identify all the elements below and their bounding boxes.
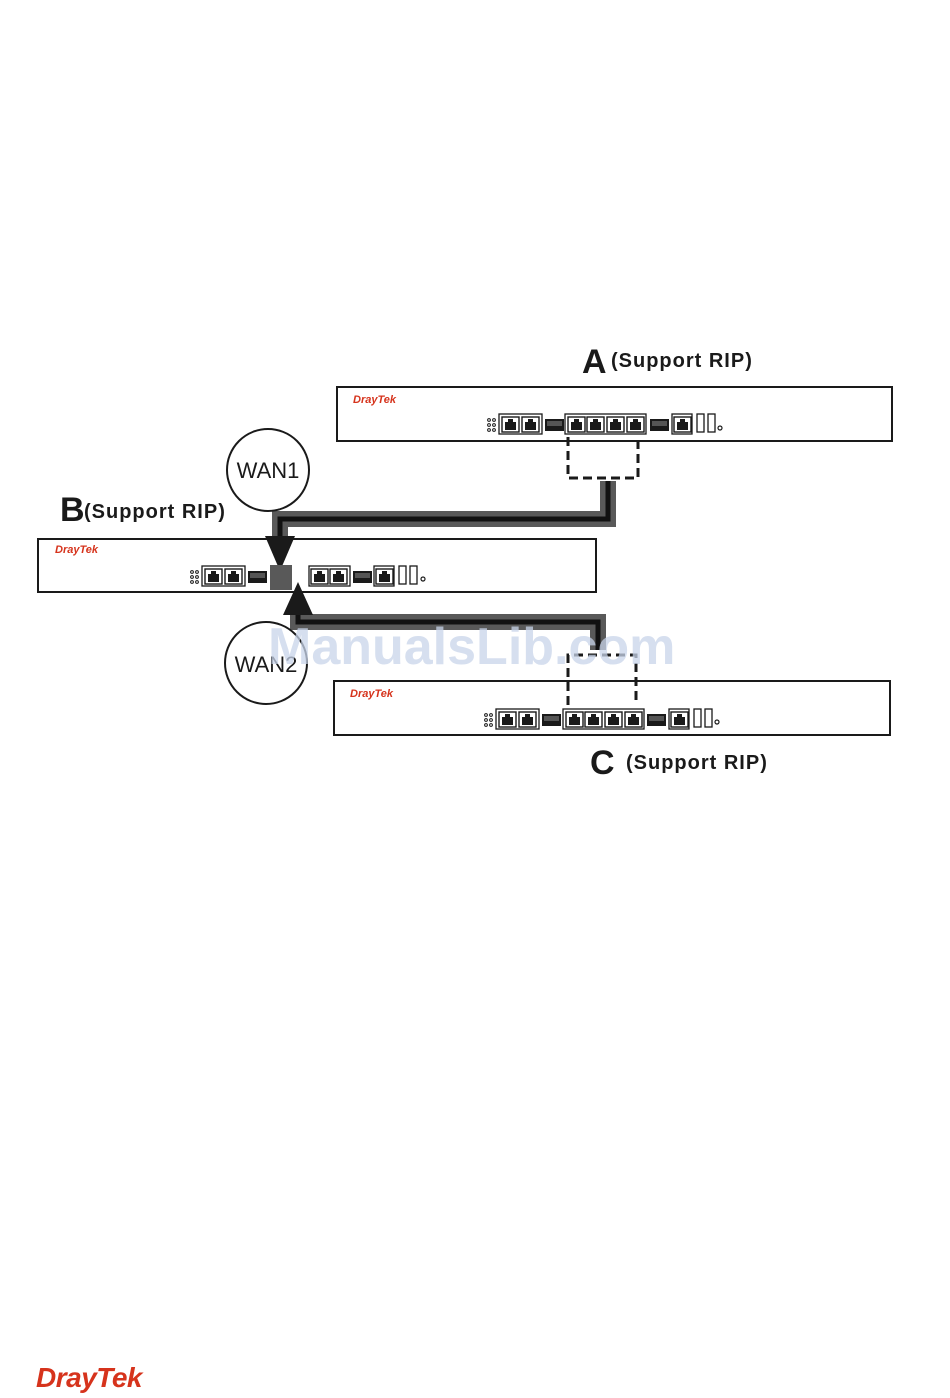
wan1-bubble: WAN1 <box>227 429 309 511</box>
sfp-icon <box>248 571 267 583</box>
usb-icon <box>697 414 704 432</box>
router-a: A (Support RIP) DrayTek <box>337 343 892 441</box>
usb-icon <box>705 709 712 727</box>
port-icon <box>499 712 516 727</box>
console-port-icon <box>376 569 393 584</box>
port-icon <box>519 712 536 727</box>
router-c-letter: C <box>590 744 615 782</box>
port-icon <box>502 417 519 432</box>
port-icon <box>566 712 583 727</box>
sfp-icon <box>542 714 561 726</box>
port-icon <box>625 712 642 727</box>
sfp-icon <box>353 571 372 583</box>
sfp-icon <box>647 714 666 726</box>
port-icon <box>607 417 624 432</box>
port-icon <box>330 569 347 584</box>
router-a-note: (Support RIP) <box>611 350 753 372</box>
sfp-icon <box>545 419 564 431</box>
port-icon <box>311 569 328 584</box>
usb-icon <box>399 566 406 584</box>
usb-icon <box>694 709 701 727</box>
router-b-letter: B <box>60 491 85 529</box>
usb-icon <box>410 566 417 584</box>
router-c-note: (Support RIP) <box>626 752 768 774</box>
port-icon <box>605 712 622 727</box>
router-c: DrayTek C (Support RIP) <box>334 681 890 782</box>
router-a-brand: DrayTek <box>353 394 397 406</box>
port-icon <box>568 417 585 432</box>
lan-group-a-dashed <box>568 437 638 478</box>
usb-icon <box>708 414 715 432</box>
console-port-icon <box>671 712 688 727</box>
watermark: ManualsLib.com <box>268 618 675 676</box>
sfp-icon <box>650 419 669 431</box>
wan1-label: WAN1 <box>237 458 300 483</box>
footer-brand-logo: DrayTek <box>36 1362 142 1394</box>
port-icon <box>522 417 539 432</box>
router-b-brand: DrayTek <box>55 544 99 556</box>
port-icon <box>587 417 604 432</box>
router-b-note: (Support RIP) <box>84 501 226 523</box>
port-icon <box>585 712 602 727</box>
router-c-brand: DrayTek <box>350 688 394 700</box>
router-b: B (Support RIP) DrayTek <box>38 491 596 592</box>
port-icon <box>627 417 644 432</box>
console-port-icon <box>674 417 691 432</box>
router-a-letter: A <box>582 343 607 381</box>
port-icon <box>225 569 242 584</box>
port-icon <box>205 569 222 584</box>
